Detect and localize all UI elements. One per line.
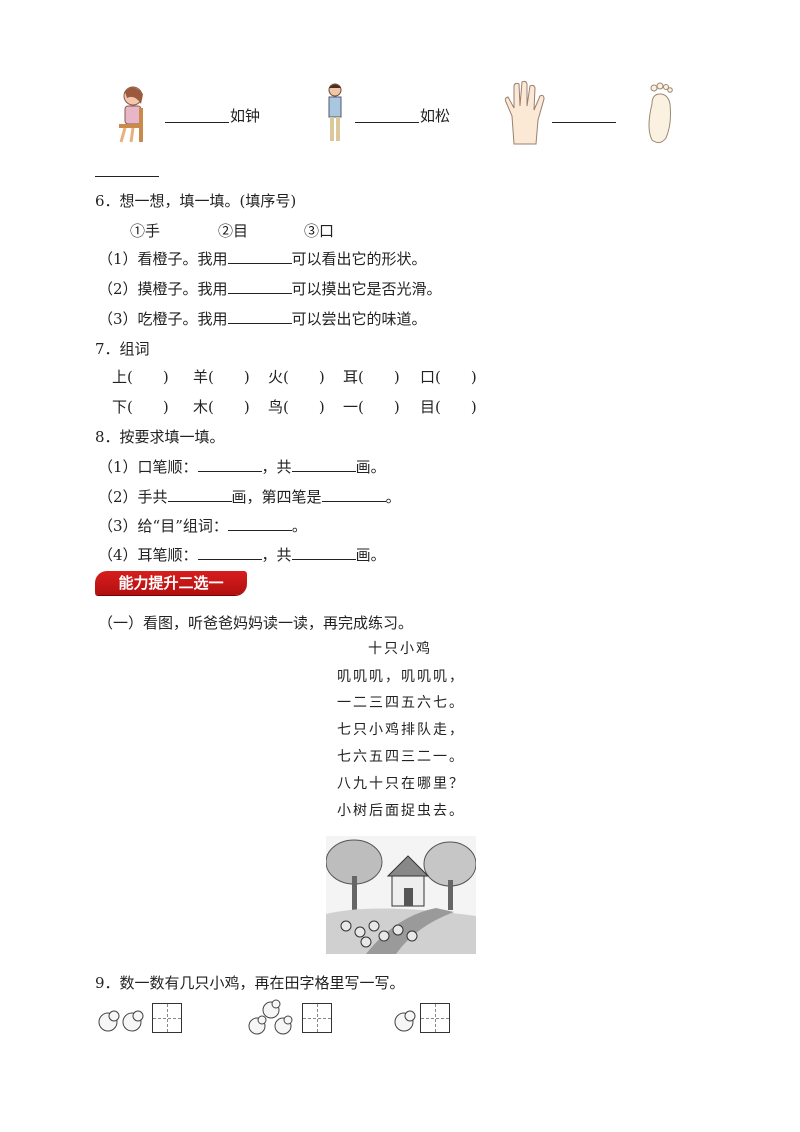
q8-text: 画。 (355, 458, 386, 476)
answer-blank[interactable] (227, 262, 292, 264)
q6-item: （2）摸橙子。我用 可以摸出它是否光滑。 (98, 278, 442, 299)
q8-item: （4）耳笔顺： ，共 画。 (98, 544, 386, 565)
word-blank[interactable]: 一( ) (343, 398, 400, 416)
ru-zhong-text: 如钟 (230, 107, 261, 125)
reading-intro: （一）看图，听爸爸妈妈读一读，再完成练习。 (98, 614, 414, 632)
word-blank[interactable]: 口( ) (420, 368, 477, 386)
q6-item-suffix: 可以摸出它是否光滑。 (291, 280, 442, 298)
q8-text: 。 (385, 488, 401, 506)
q8-text: （4）耳笔顺： (98, 546, 198, 564)
q8-text: 。 (291, 517, 307, 535)
section-banner: 能力提升二选一 (95, 571, 247, 595)
q6-item-suffix: 可以看出它的形状。 (291, 250, 427, 268)
tianzige-box[interactable] (152, 1003, 182, 1033)
q8-text: ，共 (261, 546, 292, 564)
q8-item: （1）口笔顺： ，共 画。 (98, 456, 386, 477)
word-blank[interactable]: 目( ) (420, 398, 477, 416)
q6-title: 6．想一想，填一填。(填序号) (95, 192, 297, 210)
poem-line: 小树后面捉虫去。 (337, 803, 465, 819)
ru-song-text: 如松 (420, 107, 451, 125)
poem-line: 七只小鸡排队走， (337, 722, 465, 738)
q8-text: ，共 (261, 458, 292, 476)
q8-text: （1）口笔顺： (98, 458, 198, 476)
word-blank[interactable]: 火( ) (268, 368, 325, 386)
poem-line: 叽叽叽，叽叽叽， (337, 669, 465, 685)
poem-title: 十只小鸡 (368, 641, 432, 657)
tianzige-box[interactable] (302, 1003, 332, 1033)
answer-blank[interactable] (197, 470, 262, 472)
hand-image (504, 80, 545, 145)
chick-icon (394, 1010, 416, 1032)
word-blank[interactable]: 上( ) (112, 368, 169, 386)
word-blank[interactable]: 下( ) (112, 398, 169, 416)
chick-icon (98, 1010, 144, 1032)
answer-blank[interactable] (197, 558, 262, 560)
q6-item-suffix: 可以尝出它的味道。 (291, 310, 427, 328)
blank-line[interactable] (552, 121, 616, 123)
q8-item: （3）给“目”组词： 。 (98, 515, 307, 536)
q8-text: 画，第四笔是 (231, 488, 322, 506)
q6-option: ②目 (218, 222, 249, 240)
standing-boy-image (328, 83, 342, 141)
word-blank[interactable]: 羊( ) (193, 368, 250, 386)
chick-icon (248, 999, 293, 1035)
answer-blank[interactable] (167, 500, 232, 502)
blank-line[interactable] (355, 121, 419, 123)
answer-blank[interactable] (227, 322, 292, 324)
answer-blank[interactable] (321, 500, 386, 502)
foot-image (648, 82, 673, 144)
q6-item-prefix: （3）吃橙子。我用 (98, 310, 228, 328)
q6-item: （1）看橙子。我用 可以看出它的形状。 (98, 248, 427, 269)
poem-line: 八九十只在哪里？ (337, 776, 465, 792)
sitting-girl-image (119, 86, 143, 143)
word-blank[interactable]: 鸟( ) (268, 398, 325, 416)
q8-text: （2）手共 (98, 488, 168, 506)
q6-item-prefix: （1）看橙子。我用 (98, 250, 228, 268)
answer-blank[interactable] (227, 292, 292, 294)
tianzige-box[interactable] (420, 1003, 450, 1033)
q6-item: （3）吃橙子。我用 可以尝出它的味道。 (98, 308, 427, 329)
word-blank[interactable]: 木( ) (193, 398, 250, 416)
q8-title: 8．按要求填一填。 (95, 428, 225, 446)
answer-blank[interactable] (291, 558, 356, 560)
chicks-illustration (326, 836, 476, 954)
poem-line: 一二三四五六七。 (337, 695, 465, 711)
blank-line[interactable] (95, 175, 159, 177)
answer-blank[interactable] (227, 529, 292, 531)
q6-item-prefix: （2）摸橙子。我用 (98, 280, 228, 298)
q7-title: 7．组词 (95, 340, 150, 358)
poem-line: 七六五四三二一。 (337, 749, 465, 765)
answer-blank[interactable] (291, 470, 356, 472)
q9-title: 9．数一数有几只小鸡，再在田字格里写一写。 (95, 974, 405, 992)
q6-option: ③口 (304, 222, 335, 240)
q8-text: （3）给“目”组词： (98, 517, 228, 535)
q8-item: （2）手共 画，第四笔是 。 (98, 486, 401, 507)
q8-text: 画。 (355, 546, 386, 564)
blank-line[interactable] (165, 121, 229, 123)
word-blank[interactable]: 耳( ) (343, 368, 400, 386)
q6-option: ①手 (130, 222, 161, 240)
